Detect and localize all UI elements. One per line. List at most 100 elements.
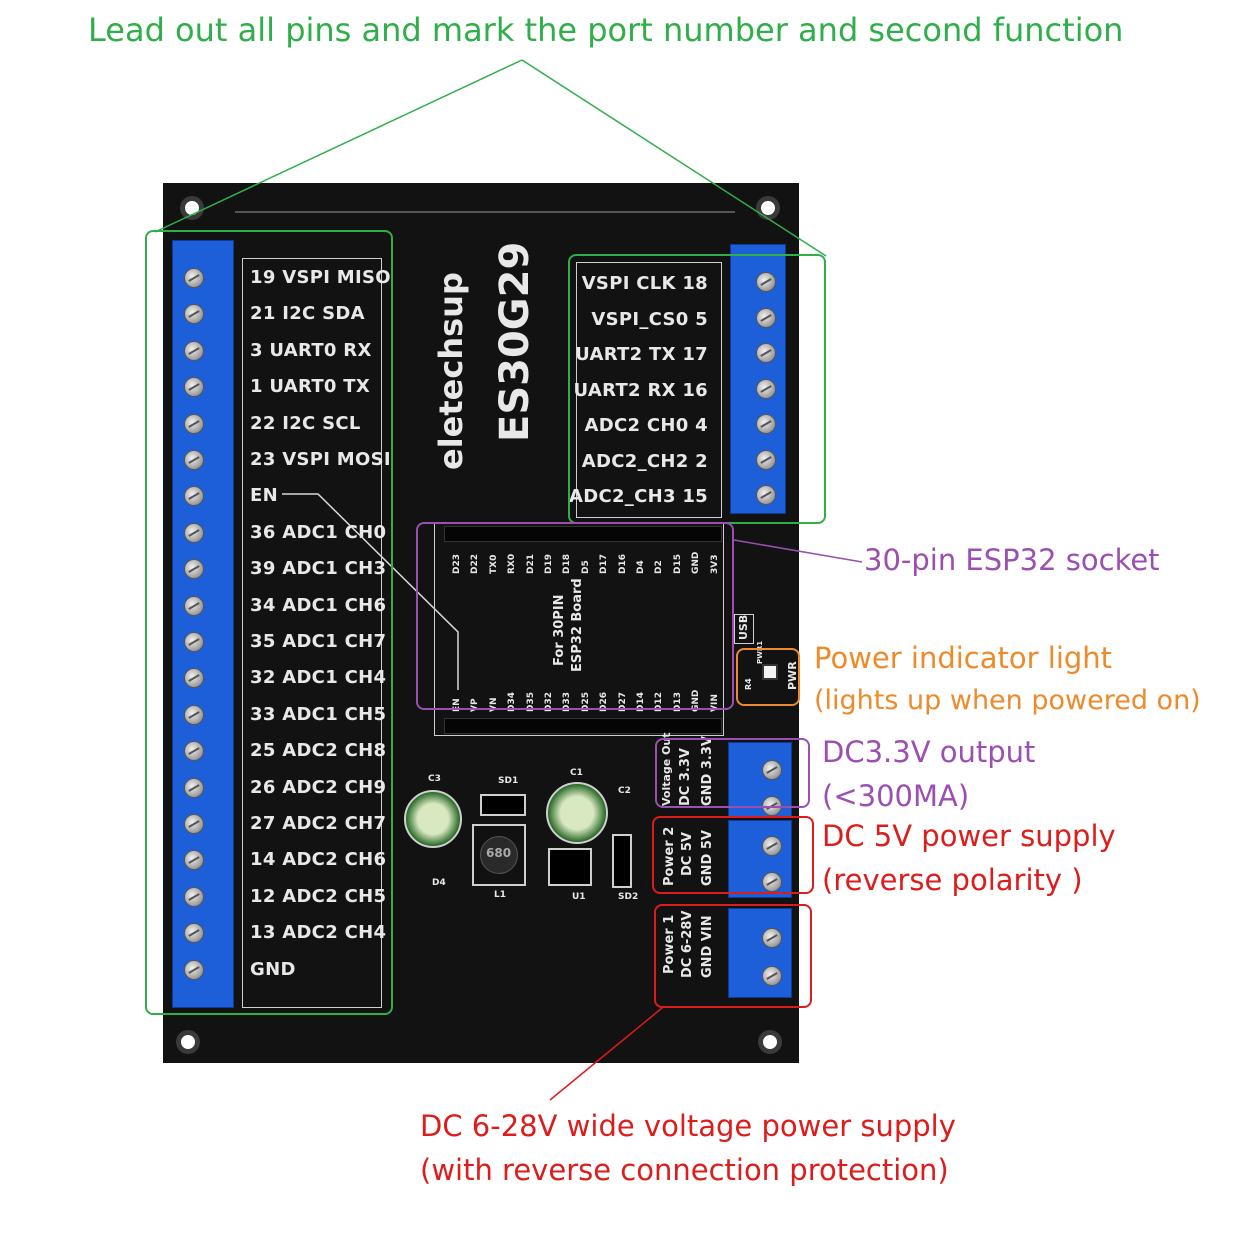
right-pin-label: UART2 TX 17 [575,344,708,365]
mounting-hole-br [758,1030,782,1054]
comp-u1: U1 [572,892,586,902]
left-terminal-screw [184,340,204,361]
left-terminal-screw [184,450,204,470]
callout-power-light-2: (lights up when powered on) [814,685,1201,716]
mounting-hole-bl [176,1030,200,1054]
left-pin-label: 19 VSPI MISO [250,267,391,288]
power1-terminal [728,908,792,998]
right-terminal-screw [756,485,776,505]
screw-p2-2 [762,872,782,892]
left-terminal-screw [184,486,204,507]
left-pin-label: 27 ADC2 CH7 [250,813,387,834]
left-terminal-screw [184,777,204,798]
inductor-code: 680 [486,846,512,860]
pwr-led [762,664,778,680]
screw-p1-1 [762,928,782,948]
left-pin-label: 14 ADC2 CH6 [250,849,387,871]
left-terminal-screw [184,850,204,871]
comp-c2: C2 [618,786,631,796]
screw-p2-1 [762,836,782,856]
left-pin-label: 26 ADC2 CH9 [250,776,387,798]
left-pin-label: 3 UART0 RX [250,339,372,361]
left-pin-label: 22 I2C SCL [250,412,361,434]
left-pin-label: 21 I2C SDA [250,303,365,325]
screw-v-out-1 [762,760,782,780]
left-terminal-screw [184,668,204,689]
right-pin-label: ADC2 CH0 4 [584,415,708,436]
left-pin-label: 39 ADC1 CH3 [250,558,387,580]
left-pin-label: 13 ADC2 CH4 [250,922,387,944]
pcb-board [163,183,799,1063]
left-terminal-screw [184,741,204,762]
left-pin-label: 32 ADC1 CH4 [250,667,387,689]
left-terminal-screw [184,704,204,725]
left-pin-label: GND [250,958,296,980]
diode-sd2 [612,834,632,888]
diode-sd1 [480,794,526,816]
socket-header-bottom [444,718,722,734]
right-label-frame [576,262,722,518]
comp-sd1: SD1 [498,776,519,786]
mounting-hole-tr [756,196,780,220]
silk-frame-top [235,183,735,213]
comp-sd2: SD2 [618,892,639,902]
right-pin-label: VSPI CLK 18 [581,273,708,294]
right-terminal-screw [756,307,776,328]
left-terminal-screw [184,377,204,398]
callout-dc33-2: (<300MA) [822,779,970,813]
left-terminal-screw [184,632,204,652]
capacitor-c3 [404,790,462,848]
right-pin-label: ADC2_CH3 15 [568,486,708,507]
usb-marker [734,614,754,644]
left-pin-label: 25 ADC2 CH8 [250,740,387,762]
left-terminal-screw [184,304,204,325]
right-terminal-screw [756,378,776,399]
callout-dc33-1: DC3.3V output [822,735,1036,769]
left-pin-label: 33 ADC1 CH5 [250,703,387,725]
callout-dc5-2: (reverse polarity ) [822,863,1083,897]
capacitor-c1 [546,782,608,844]
left-pin-label: 1 UART0 TX [250,376,371,398]
title: Lead out all pins and mark the port numb… [88,11,1124,49]
left-terminal-block [172,240,234,1008]
screw-p1-2 [762,966,782,986]
left-pin-label: 12 ADC2 CH5 [250,885,387,907]
left-terminal-screw [184,595,204,616]
left-pin-label: EN [250,485,278,507]
left-pin-label: 34 ADC1 CH6 [250,594,387,616]
left-pin-label: 35 ADC1 CH7 [250,631,387,652]
socket-highlight [416,522,734,710]
callout-wide-2: (with reverse connection protection) [420,1153,949,1187]
left-label-frame [242,258,382,1008]
callout-wide-1: DC 6-28V wide voltage power supply [420,1109,956,1143]
left-terminal-screw [184,923,204,944]
comp-c1: C1 [570,768,583,778]
callout-dc5-1: DC 5V power supply [822,819,1116,853]
right-pin-label: UART2 RX 16 [573,379,708,401]
left-terminal-screw [184,814,204,834]
right-terminal-screw [756,272,776,292]
right-pin-label: ADC2_CH2 2 [581,450,708,472]
left-terminal-screw [184,413,204,434]
comp-d4: D4 [432,878,446,888]
inductor-core [480,836,518,874]
dc628-highlight [654,904,812,1008]
left-terminal-screw [184,268,204,288]
callout-socket: 30-pin ESP32 socket [864,543,1160,577]
mounting-hole-tl [180,196,204,220]
right-terminal-screw [756,449,776,470]
pwr-led-highlight [736,648,800,706]
dc5-highlight [652,816,814,894]
regulator-u1 [548,848,592,886]
left-pin-label: 23 VSPI MOSI [250,449,391,470]
left-terminal-screw [184,559,204,580]
comp-l1: L1 [494,890,506,900]
left-terminal-screw [184,522,204,543]
right-terminal-screw [756,343,776,363]
left-terminal-screw [184,959,204,980]
dc33-highlight [655,738,810,808]
right-terminal-screw [756,414,776,434]
socket-header-top [444,526,722,542]
